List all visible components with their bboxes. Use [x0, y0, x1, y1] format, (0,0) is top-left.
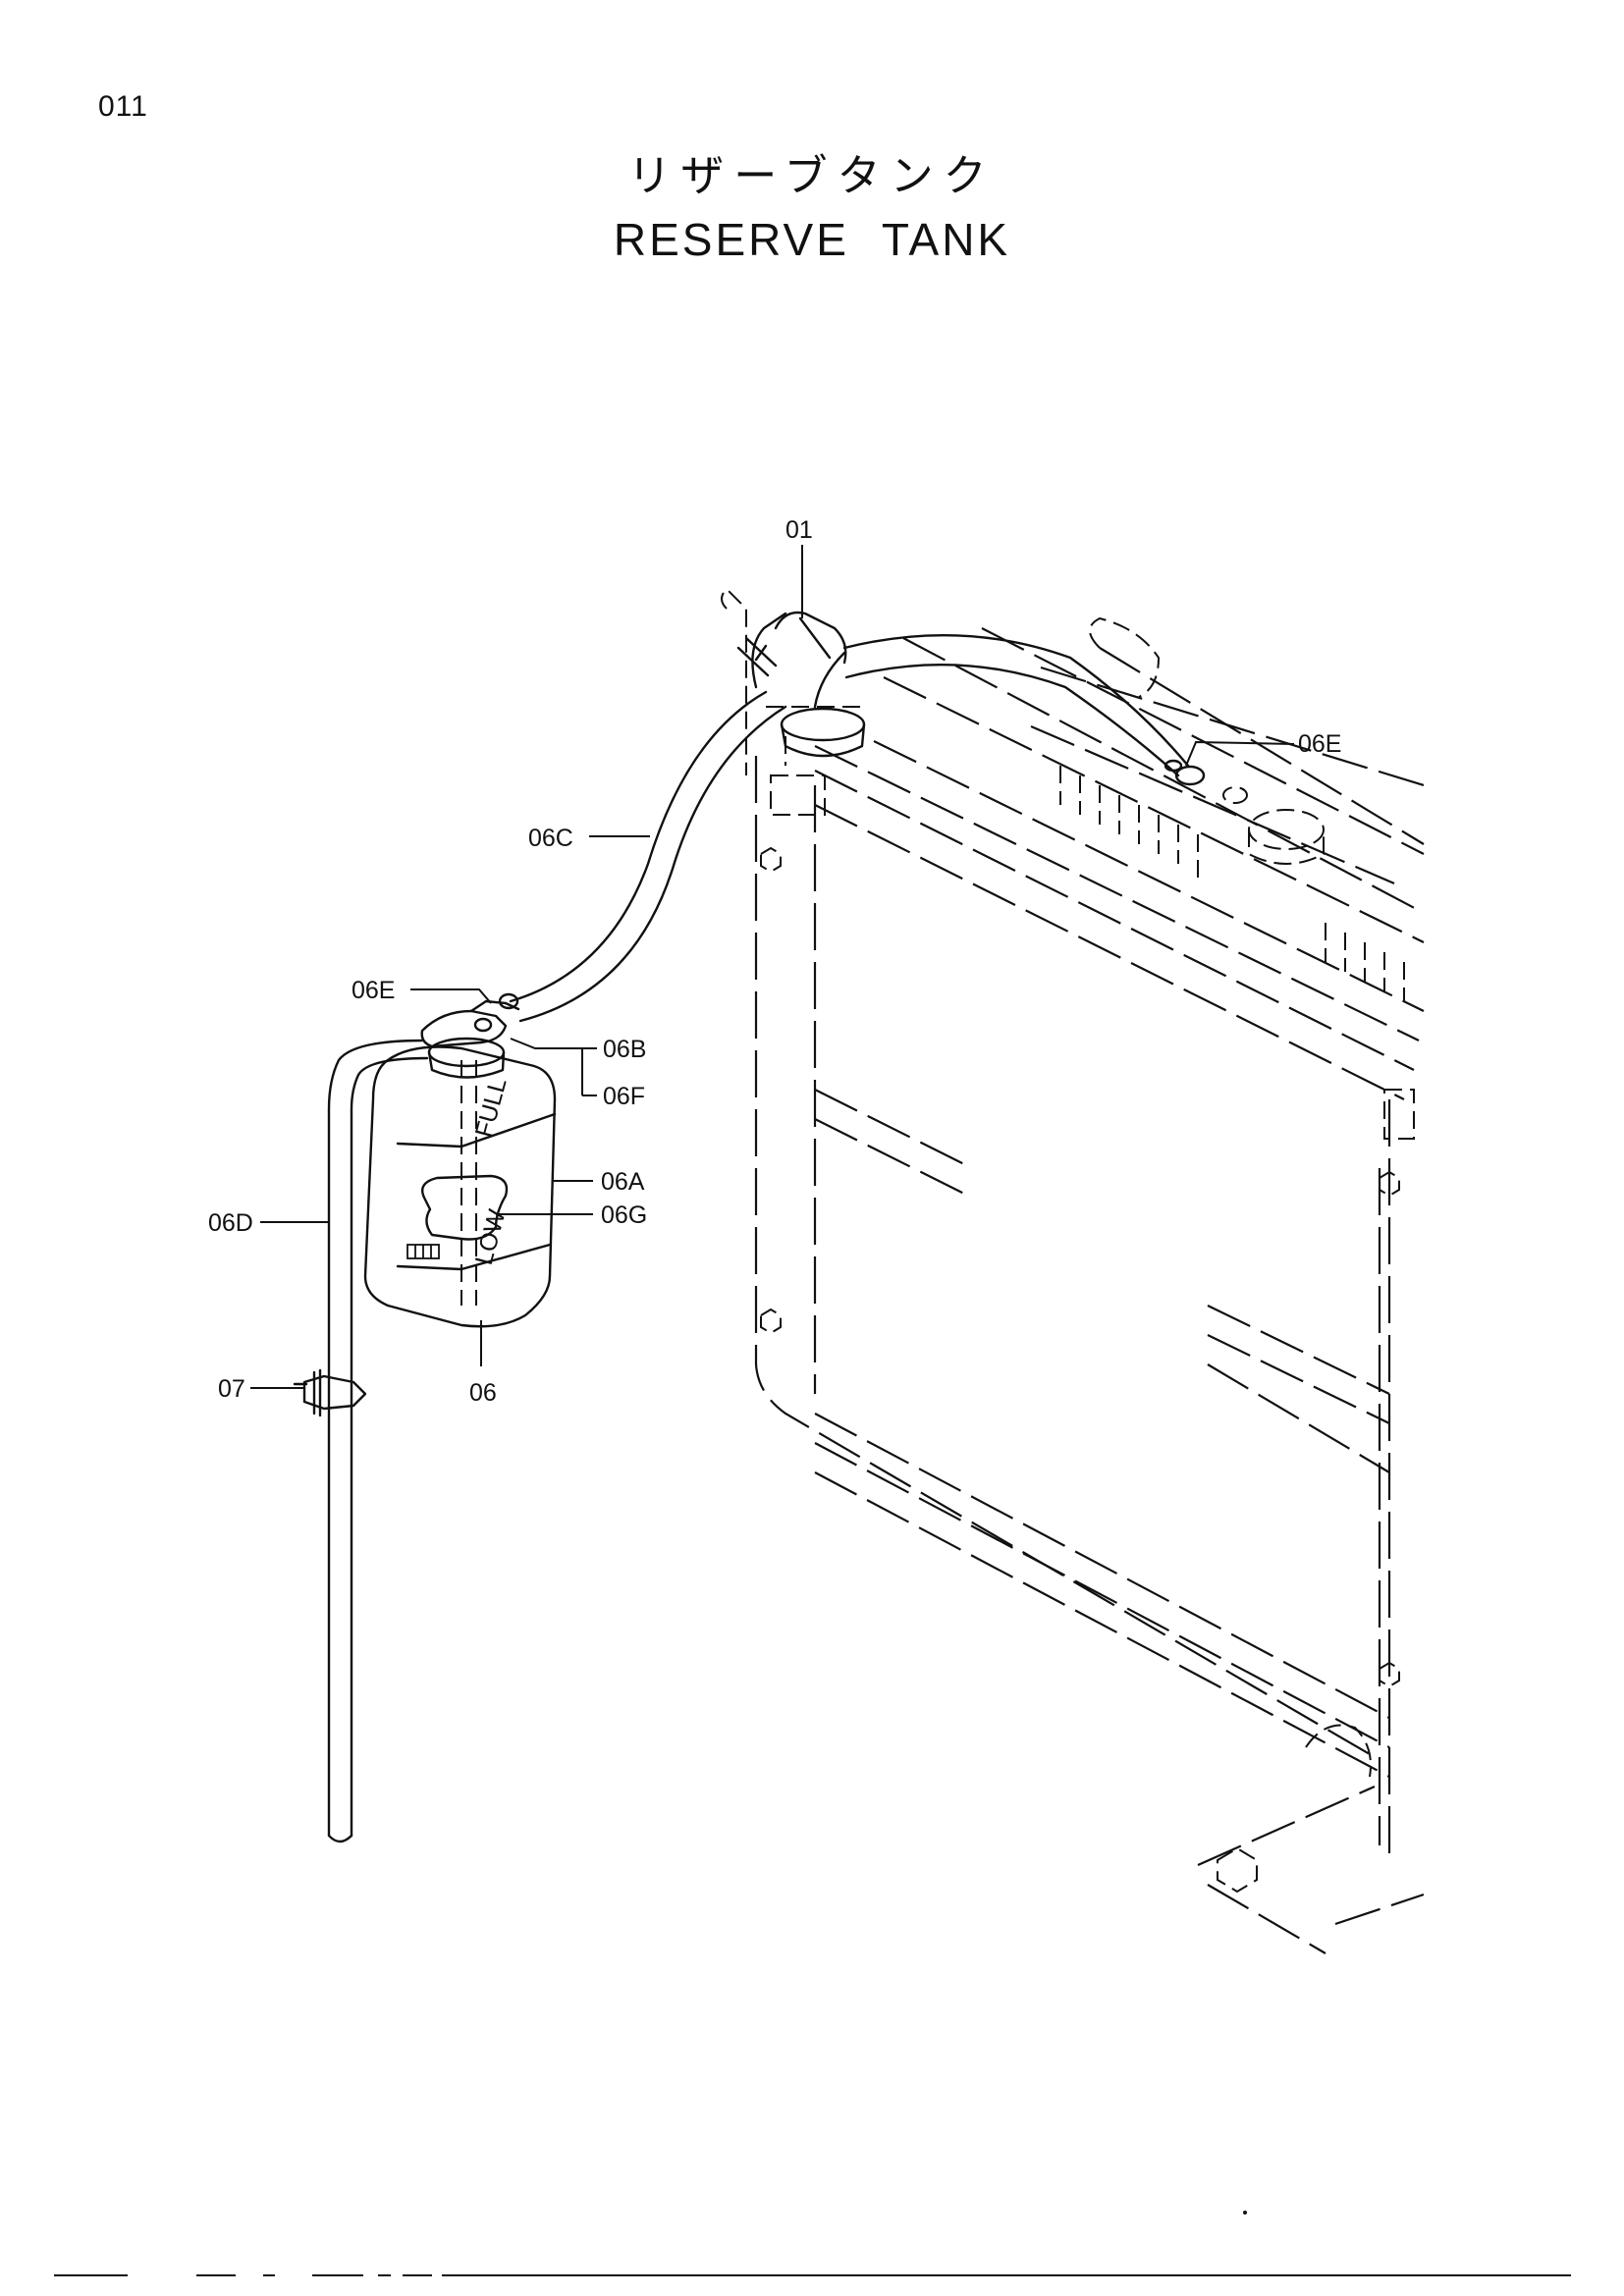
tank-cap-connector: [420, 992, 520, 1048]
callout-06c: 06C: [528, 825, 573, 852]
callout-06f: 06F: [603, 1083, 645, 1110]
hose-clamp-07: [293, 1368, 367, 1417]
page-title-english: RESERVE TANK: [613, 214, 1011, 265]
overflow-hose-06c: [509, 633, 1206, 1023]
leader-lines: [250, 545, 1295, 1389]
page-number: 011: [98, 90, 148, 123]
callout-06: 06: [469, 1379, 497, 1407]
drain-hose-06d: [327, 1039, 429, 1843]
callout-06d: 06D: [208, 1209, 253, 1237]
title-block: リザーブタンク RESERVE TANK: [0, 147, 1624, 269]
callout-06b: 06B: [603, 1036, 646, 1063]
callout-06e-left: 06E: [352, 977, 395, 1004]
radiator-phantom: [721, 587, 1425, 1954]
callout-06e-top: 06E: [1298, 730, 1341, 758]
filler-elbow-part-01: [736, 611, 866, 758]
callout-01: 01: [785, 516, 813, 544]
callout-06g: 06G: [601, 1201, 647, 1229]
stray-dot: [1243, 2211, 1247, 2215]
callout-labels: 01 06E 06C 06E 06B 06F 06A 06G 06D 07 06: [208, 516, 1341, 1407]
callout-06a: 06A: [601, 1168, 645, 1196]
reserve-tank-06: FULL LOW: [363, 1037, 557, 1328]
callout-07: 07: [218, 1375, 245, 1403]
page-title-japanese: リザーブタンク: [627, 151, 997, 201]
